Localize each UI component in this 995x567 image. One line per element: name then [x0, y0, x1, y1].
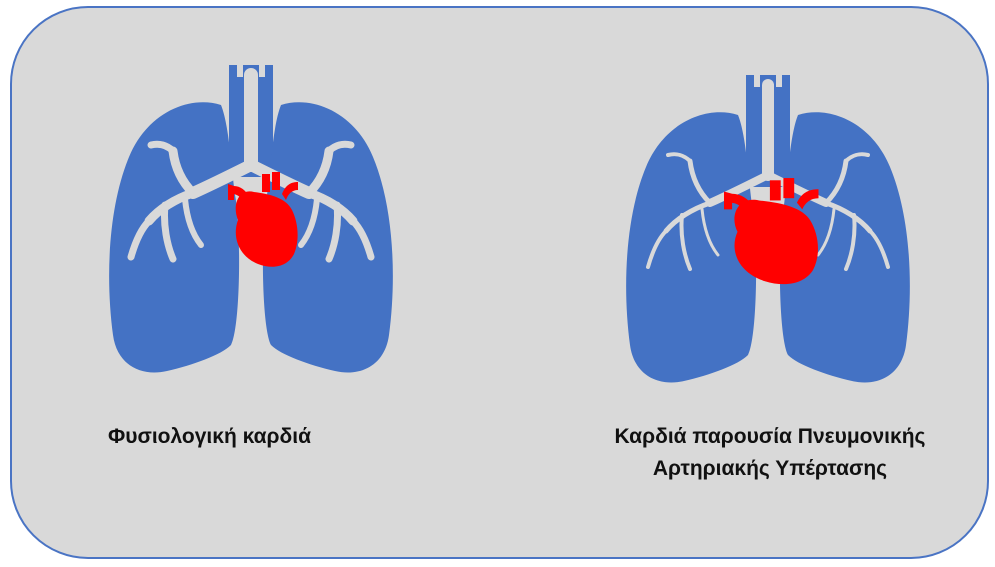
caption-pah-heart: Καρδιά παρουσία Πνευμονικής Αρτηριακής Υ… — [560, 421, 980, 485]
caption-pah-line2: Αρτηριακής Υπέρτασης — [560, 453, 980, 485]
caption-pah-line1: Καρδιά παρουσία Πνευμονικής — [560, 421, 980, 453]
caption-normal-heart: Φυσιολογική καρδιά — [108, 421, 358, 453]
